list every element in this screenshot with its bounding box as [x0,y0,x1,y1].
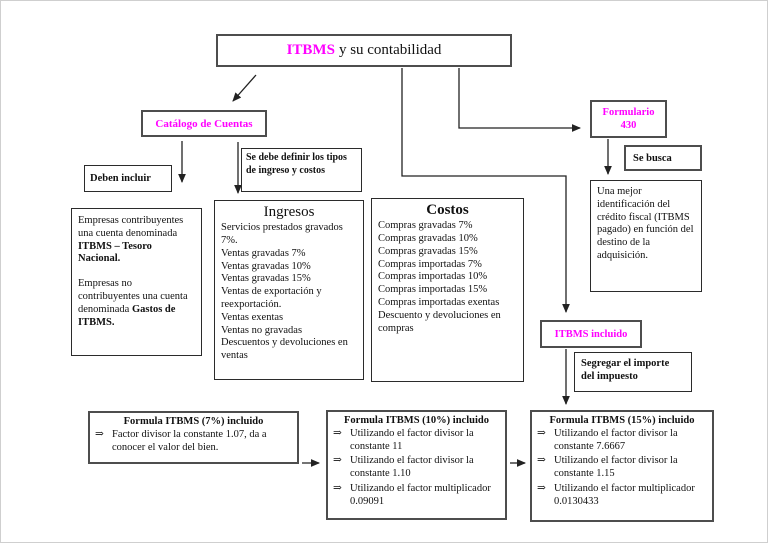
node-ingresos: Ingresos Servicios prestados gravados 7%… [214,200,364,380]
text-run: Empresas contribuyentes una cuenta denom… [78,215,184,239]
formula7-list: Factor divisor la constante 1.07, da a c… [95,428,292,454]
list-item: Ventas gravadas 15% [221,273,311,285]
list-item: Compras importadas 7% [378,258,482,270]
node-itbms-incluido: ITBMS incluido [540,320,642,348]
text-run: Empresas no contribuyentes una cuenta de… [78,278,188,315]
list-item: Utilizando el factor divisor la constant… [333,427,500,453]
list-item: Descuentos y devoluciones en ventas [221,337,348,362]
arrow-title-to-formulario [458,68,582,132]
list-item: Utilizando el factor divisor la constant… [537,454,707,480]
node-formula-itbms-10: Formula ITBMS (10%) incluido Utilizando … [326,410,507,520]
list-item: Compras importadas exentas [378,297,500,309]
ingresos-title: Ingresos [263,204,315,220]
node-text: Una mejor identificación del crédito fis… [597,186,694,261]
node-formula-itbms-15: Formula ITBMS (15%) incluido Utilizando … [530,410,714,522]
list-item: Compras importadas 15% [378,284,488,296]
node-formula-itbms-7: Formula ITBMS (7%) incluido Factor divis… [88,411,299,464]
ingresos-list: Servicios prestados gravados 7%.Ventas g… [221,222,357,363]
list-item: Ventas de exportación y reexportación. [221,286,322,311]
list-item: Utilizando el factor multiplicador 0.013… [537,482,707,508]
title-brand: ITBMS [286,42,335,58]
list-item: Ventas gravadas 10% [221,260,311,272]
list-item: Compras gravadas 10% [378,233,478,245]
title-node: ITBMS y su contabilidad [216,34,512,67]
node-label: Se debe definir los tipos de ingreso y c… [246,152,347,176]
list-item: Servicios prestados gravados 7%. [221,222,343,247]
list-item: Factor divisor la constante 1.07, da a c… [95,428,292,454]
list-item: Ventas gravadas 7% [221,247,306,259]
node-cuentas-detalle: Empresas contribuyentes una cuenta denom… [71,208,202,356]
costos-list: Compras gravadas 7%Compras gravadas 10%C… [378,220,517,335]
list-item: Utilizando el factor divisor la constant… [537,427,707,453]
formulario-line1: Formulario [602,106,655,118]
node-definir-tipos: Se debe definir los tipos de ingreso y c… [241,148,362,192]
node-formulario-430: Formulario 430 [590,100,667,138]
list-item: Utilizando el factor multiplicador 0.090… [333,482,500,508]
text-run-bold: ITBMS – Tesoro Nacional. [78,240,152,265]
node-deben-incluir: Deben incluir [84,165,172,192]
paragraph-contribuyentes: Empresas contribuyentes una cuenta denom… [78,215,195,266]
node-costos: Costos Compras gravadas 7%Compras gravad… [371,198,524,382]
formula15-title: Formula ITBMS (15%) incluido [549,415,695,426]
arrow-title-to-catalogo [232,74,257,102]
list-item: Compras gravadas 7% [378,220,473,232]
formula15-list: Utilizando el factor divisor la constant… [537,427,707,508]
formulario-line2: 430 [620,120,637,131]
formula7-title: Formula ITBMS (7%) incluido [123,416,264,427]
paragraph-no-contribuyentes: Empresas no contribuyentes una cuenta de… [78,278,195,329]
node-label: ITBMS incluido [554,328,628,340]
costos-title: Costos [426,202,469,218]
formula10-title: Formula ITBMS (10%) incluido [344,415,489,426]
node-label: Segregar el importe del impuesto [581,358,670,383]
text-run-bold: Gastos de ITBMS. [78,303,176,328]
list-item: Compras gravadas 15% [378,245,478,257]
node-credito-fiscal: Una mejor identificación del crédito fis… [590,180,702,292]
node-label: Deben incluir [90,173,151,184]
list-item: Compras importadas 10% [378,271,488,283]
node-catalogo-de-cuentas: Catálogo de Cuentas [141,110,267,137]
node-se-busca: Se busca [624,145,702,171]
list-item: Ventas exentas [221,311,284,323]
formula10-list: Utilizando el factor divisor la constant… [333,427,500,508]
node-label: Catálogo de Cuentas [155,117,253,130]
list-item: Ventas no gravadas [221,324,303,336]
list-item: Utilizando el factor divisor la constant… [333,454,500,480]
list-item: Descuento y devoluciones en compras [378,309,501,334]
title-text: y su contabilidad [338,42,442,58]
node-label: Se busca [633,152,672,164]
node-segregar-importe: Segregar el importe del impuesto [574,352,692,392]
